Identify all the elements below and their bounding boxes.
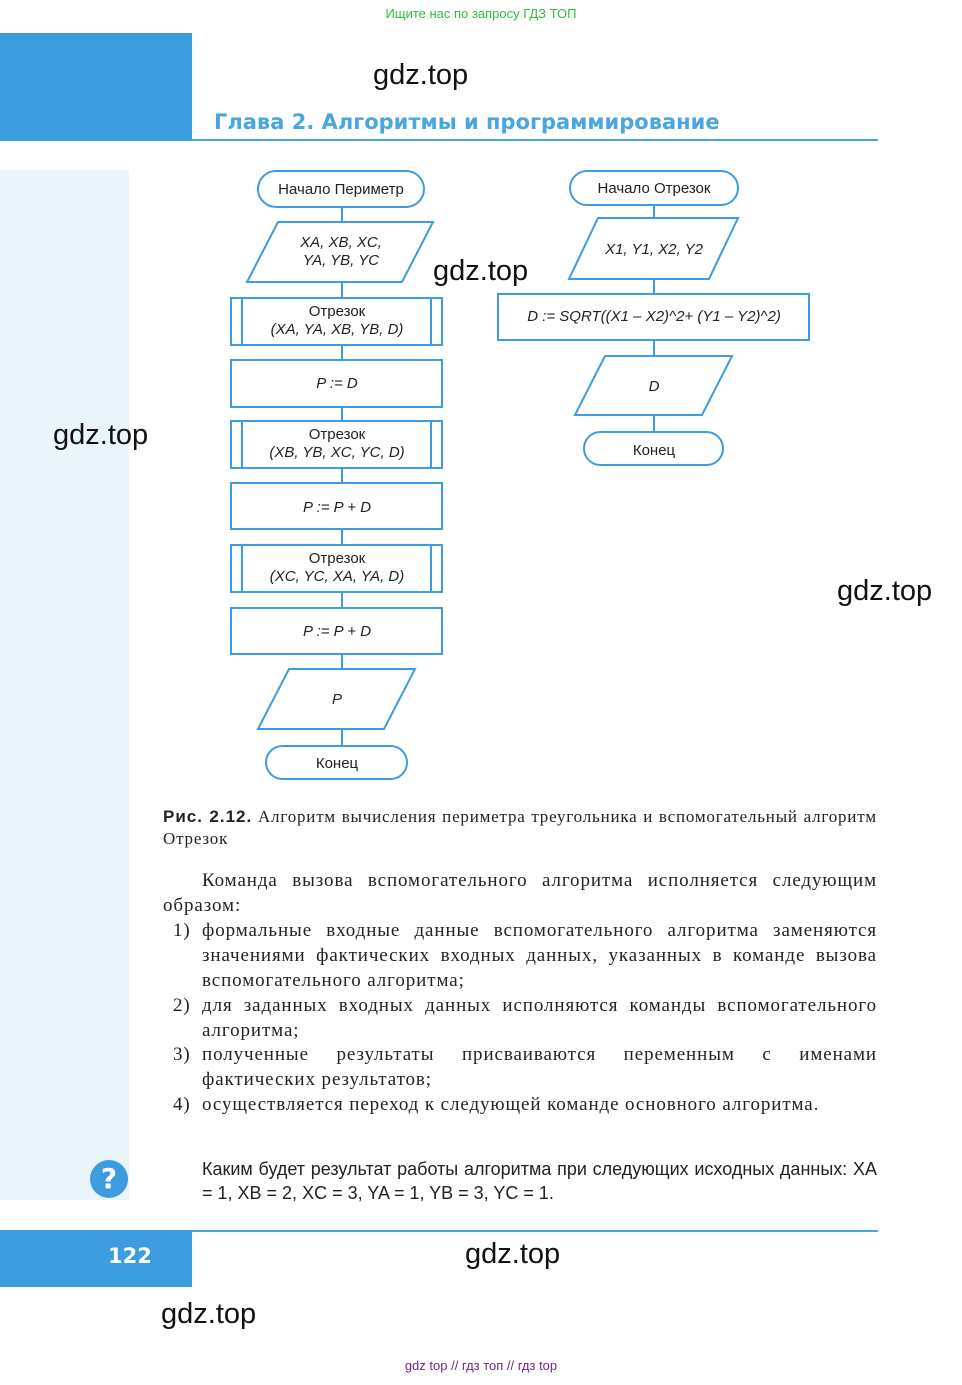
input-parallelogram (245, 221, 435, 283)
end-terminal-right (583, 431, 724, 466)
subroutine-call-3 (230, 544, 443, 593)
list-number: 1) (173, 920, 191, 941)
output-label-d: D (649, 378, 660, 395)
watermark: gdz.top (433, 255, 529, 287)
input-label-line1: XA, XB, XC, (299, 234, 382, 251)
call2-args: (XB, YB, XC, YC, D) (269, 444, 404, 461)
output-parallelogram-p (256, 668, 417, 730)
compute-label: D := SQRT((X1 – X2)^2+ (Y1 – Y2)^2) (527, 308, 781, 325)
start-label-perimeter: Начало Периметр (278, 181, 404, 198)
page-number-block (0, 1230, 192, 1287)
subroutine-call-1 (230, 297, 443, 346)
assign-box-2 (230, 482, 443, 530)
header-color-block (0, 33, 192, 141)
call3-args: (XC, YC, XA, YA, D) (270, 568, 405, 585)
assign-box-3 (230, 607, 443, 655)
call2-name: Отрезок (309, 426, 366, 443)
start-terminal-segment (569, 170, 739, 206)
watermark: gdz.top (53, 419, 149, 451)
footer-rule (0, 1230, 878, 1232)
footer-links[interactable]: gdz top // гдз топ // гдз top (404, 1358, 558, 1373)
list-number: 2) (173, 995, 191, 1016)
chapter-title: Глава 2. Алгоритмы и программирование (214, 110, 720, 134)
output-label-p: P (332, 691, 342, 708)
assign3-label: P := P + D (303, 623, 371, 640)
input-label-right: X1, Y1, X2, Y2 (604, 241, 704, 258)
input-label-line2: YA, YB, YC (303, 252, 379, 269)
intro-paragraph: Команда вызова вспомогательного алгоритм… (163, 868, 877, 918)
end-label-right: Конец (633, 442, 676, 459)
question-icon: ? (90, 1160, 128, 1198)
compute-box (497, 293, 810, 341)
assign-box-1 (230, 359, 443, 408)
figure-caption: Рис. 2.12. Алгоритм вычисления периметра… (163, 806, 877, 850)
input-parallelogram-right (567, 217, 740, 280)
caption-text: Алгоритм вычисления периметра треугольни… (163, 807, 877, 848)
watermark: gdz.top (837, 575, 933, 607)
watermark: gdz.top (161, 1298, 257, 1330)
assign2-label: P := P + D (303, 499, 371, 516)
intro-text: Команда вызова вспомогательного алгоритм… (163, 870, 877, 916)
call1-args: (XA, YA, XB, YB, D) (271, 321, 404, 338)
start-label-segment: Начало Отрезок (598, 180, 711, 197)
list-text: осуществляется переход к следующей коман… (202, 1094, 820, 1115)
watermark: gdz.top (465, 1238, 561, 1270)
page-number: 122 (108, 1244, 152, 1268)
assign1-label: P := D (316, 375, 358, 392)
end-label-left: Конец (316, 755, 359, 772)
header-rule (192, 139, 878, 141)
output-parallelogram-d (573, 355, 734, 416)
list-text: для заданных входных данных исполняются … (202, 995, 877, 1041)
list-number: 4) (173, 1094, 191, 1115)
end-terminal-left (265, 745, 408, 780)
subroutine-call-2 (230, 420, 443, 469)
top-banner[interactable]: Ищите нас по запросу ГДЗ ТОП (385, 6, 577, 21)
flowchart-figure: Начало Периметр XA, XB, XC, YA, YB, YC О… (230, 170, 810, 780)
start-terminal-perimeter (257, 170, 425, 208)
watermark: gdz.top (373, 59, 469, 91)
list-text: формальные входные данные вспомогательно… (202, 920, 877, 991)
call1-name: Отрезок (309, 303, 366, 320)
list-text: полученные результаты присваиваются пере… (202, 1044, 877, 1090)
caption-label: Рис. 2.12. (163, 807, 253, 826)
call3-name: Отрезок (309, 550, 366, 567)
question-text: Каким будет результат работы алгоритма п… (202, 1159, 877, 1203)
side-strip (0, 170, 129, 1200)
list-number: 3) (173, 1044, 191, 1065)
